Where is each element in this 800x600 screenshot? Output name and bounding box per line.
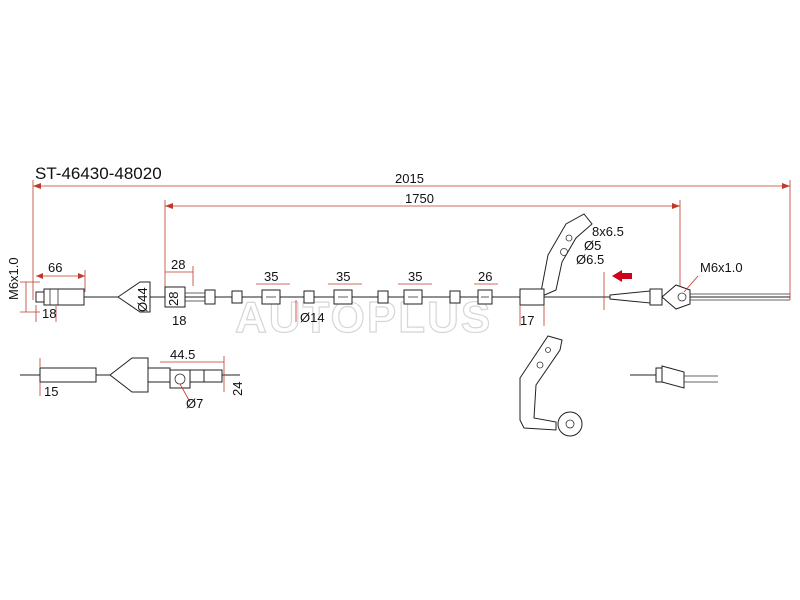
end-fitting-left [35, 281, 216, 313]
clip-4-label: 26 [478, 269, 492, 284]
dim-thread-left: M6x1.0 [6, 257, 40, 313]
bracket-width-label: 44.5 [170, 347, 195, 362]
bracket-hole-large-label: Ø6.5 [576, 252, 604, 267]
dim-cable-diameter: Ø14 [295, 300, 325, 325]
dim-total-length: 2015 [32, 171, 791, 300]
end-fitting-right [609, 284, 790, 310]
fitting-gap-label: 18 [172, 313, 186, 328]
end-side-length-label: 15 [44, 384, 58, 399]
dim-end-width: 18 [35, 305, 56, 322]
bracket-height-label: 24 [230, 382, 245, 396]
bracket-slot-label: 8x6.5 [592, 224, 624, 239]
fitting-height-label: 28 [166, 292, 181, 306]
bracket-hole-small-label: Ø5 [584, 238, 601, 253]
dim-bracket-hole: Ø7 [179, 383, 203, 411]
cable-length-label: 1750 [405, 191, 434, 206]
dim-fitting-width: 28 [165, 257, 194, 286]
clip-2-label: 35 [336, 269, 350, 284]
mount-bracket [519, 213, 593, 306]
cable-clips [231, 289, 493, 305]
dim-end-length: 66 [36, 260, 86, 292]
bracket-hole-label: Ø7 [186, 396, 203, 411]
clip-1-label: 35 [264, 269, 278, 284]
bracket-detail [519, 335, 583, 437]
bracket-base-label: 17 [520, 313, 534, 328]
dim-bracket-width: 44.5 [160, 347, 225, 392]
dim-end-side: 15 [39, 358, 58, 399]
cable-diameter-label: Ø14 [300, 310, 325, 325]
right-end-detail [630, 365, 718, 389]
dim-clips: 35 35 35 26 [256, 269, 498, 285]
end-length-label: 66 [48, 260, 62, 275]
end-width-label: 18 [42, 306, 56, 321]
boot-diameter-label: Ø44 [135, 287, 150, 312]
fitting-width-label: 28 [171, 257, 185, 272]
red-arrow-left-icon [612, 270, 632, 282]
total-length-label: 2015 [395, 171, 424, 186]
thread-right-label: M6x1.0 [700, 260, 743, 275]
dim-bracket-base: 17 [519, 305, 545, 328]
dim-cable-length: 1750 [164, 191, 681, 296]
clip-3-label: 35 [408, 269, 422, 284]
side-view-left [39, 357, 223, 393]
thread-left-label: M6x1.0 [6, 257, 21, 300]
part-number: ST-46430-48020 [35, 164, 162, 183]
